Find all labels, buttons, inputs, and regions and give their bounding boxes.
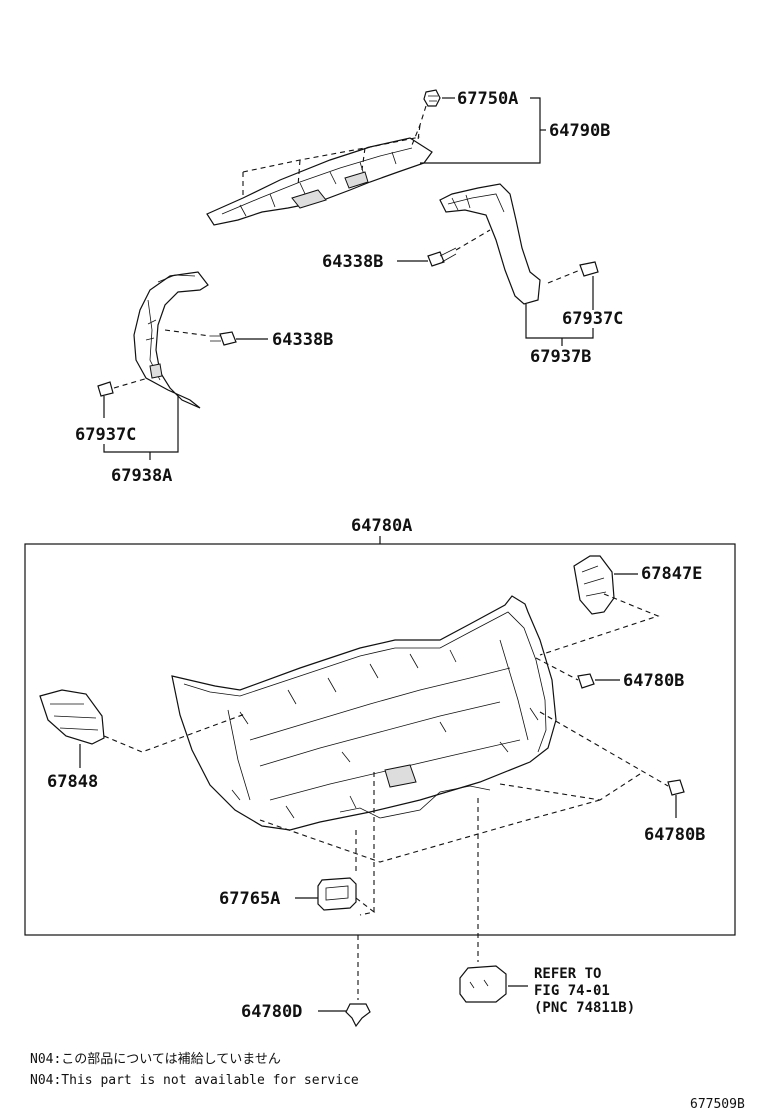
label-67937C-left: 67937C [75,425,136,445]
label-67938A: 67938A [111,466,172,486]
bracket-67847E [573,555,615,615]
bracket-67848 [39,689,105,745]
pillar-trim-67938A [133,271,209,409]
label-64790B: 64790B [549,121,610,141]
label-64780D: 64780D [241,1002,302,1022]
label-67847E: 67847E [641,564,702,584]
label-67937C-right: 67937C [562,309,623,329]
label-64780A: 64780A [351,516,412,536]
refer-line3: (PNC 74811B) [534,1000,635,1016]
figure-id: 677509B [690,1097,745,1112]
label-67765A: 67765A [219,889,280,909]
clip-67937C-right [579,261,599,277]
label-64338B-top: 64338B [322,252,383,272]
screw-64338B-left [210,331,237,346]
clip-64780D [345,1003,371,1028]
door-trim-board [171,595,557,831]
label-64780B-upper: 64780B [623,671,684,691]
refer-line1: REFER TO [534,966,601,982]
cover-67765A [317,877,357,911]
pillar-trim-67937B [439,183,541,305]
label-67937B: 67937B [530,347,591,367]
clip-64780B-upper [577,673,595,689]
label-64338B-left: 64338B [272,330,333,350]
refer-part-74811B [459,965,507,1003]
assembly-box [24,543,736,936]
refer-line2: FIG 74-01 [534,983,610,999]
note-japanese: N04:この部品については補給していません [30,1052,281,1067]
note-english: N04:This part is not available for servi… [30,1073,359,1088]
clip-67937C-left [97,381,114,397]
clip-67750A [423,89,441,107]
screw-64338B-top [427,247,457,267]
label-67848: 67848 [47,772,98,792]
garnish-64790B [206,137,433,226]
label-64780B-lower: 64780B [644,825,705,845]
label-67750A: 67750A [457,89,518,109]
clip-64780B-lower [667,779,685,796]
